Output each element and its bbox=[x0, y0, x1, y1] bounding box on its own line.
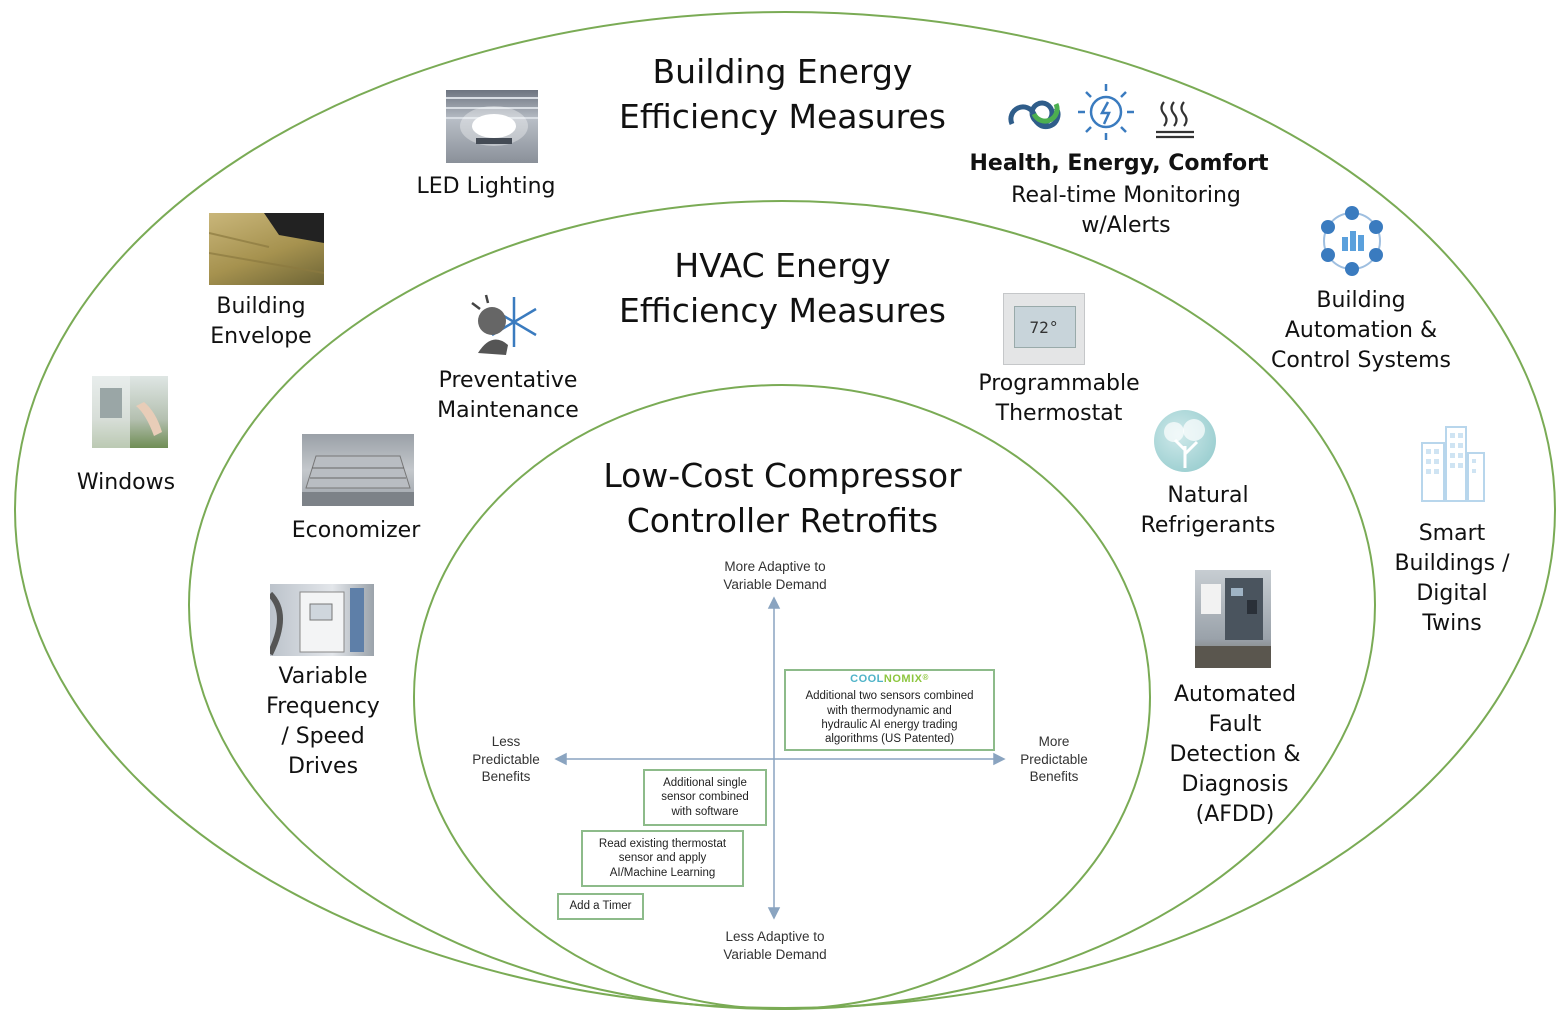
axis-label-left: Less Predictable Benefits bbox=[450, 733, 562, 786]
programmable-thermostat-photo: 72° bbox=[1003, 293, 1085, 365]
economizer-photo bbox=[302, 434, 414, 506]
energy-sun-icon bbox=[1078, 84, 1134, 140]
windows-label: Windows bbox=[56, 468, 196, 498]
comfort-heat-icon bbox=[1156, 102, 1194, 137]
axis-label-top: More Adaptive to Variable Demand bbox=[690, 558, 860, 593]
real-time-monitoring-label: Real-time Monitoring w/Alerts bbox=[990, 181, 1262, 241]
natural-refrigerants-label: Natural Refrigerants bbox=[1126, 481, 1290, 541]
coolnomix-box: COOLNOMIX® Additional two sensors combin… bbox=[784, 669, 995, 751]
coolnomix-logo-nomix: NOMIX bbox=[884, 673, 923, 685]
preventative-maintenance-label: Preventative Maintenance bbox=[418, 366, 598, 426]
read-thermostat-text: Read existing thermostat sensor and appl… bbox=[599, 837, 726, 880]
natural-refrigerants-icon bbox=[1154, 410, 1216, 472]
preventative-maintenance-icon bbox=[470, 291, 538, 357]
vfd-label: Variable Frequency / Speed Drives bbox=[248, 662, 398, 782]
smart-buildings-label: Smart Buildings / Digital Twins bbox=[1378, 519, 1526, 639]
single-sensor-text: Additional single sensor combined with s… bbox=[661, 776, 749, 819]
health-cycle-icon bbox=[1011, 103, 1058, 127]
led-lighting-label: LED Lighting bbox=[400, 172, 572, 202]
building-automation-icon bbox=[1314, 205, 1390, 277]
thermostat-display-reading: 72° bbox=[1014, 318, 1074, 338]
outer-title: Building Energy Efficiency Measures bbox=[590, 50, 975, 139]
health-energy-comfort-icons bbox=[1006, 80, 1202, 144]
coolnomix-logo-cool: COOL bbox=[850, 673, 884, 685]
afdd-photo bbox=[1195, 570, 1271, 668]
middle-title: HVAC Energy Efficiency Measures bbox=[590, 244, 975, 333]
afdd-label: Automated Fault Detection & Diagnosis (A… bbox=[1150, 680, 1320, 830]
inner-title: Low-Cost Compressor Controller Retrofits bbox=[570, 454, 995, 543]
add-timer-box: Add a Timer bbox=[557, 893, 644, 920]
led-lighting-photo bbox=[446, 90, 538, 163]
axis-label-right: More Predictable Benefits bbox=[998, 733, 1110, 786]
building-automation-label: Building Automation & Control Systems bbox=[1254, 286, 1468, 376]
vfd-photo bbox=[270, 584, 374, 656]
windows-photo bbox=[92, 376, 168, 448]
economizer-label: Economizer bbox=[276, 516, 436, 546]
axis-label-bottom: Less Adaptive to Variable Demand bbox=[690, 928, 860, 963]
coolnomix-logo: COOLNOMIX® bbox=[850, 673, 929, 685]
programmable-thermostat-label: Programmable Thermostat bbox=[964, 369, 1154, 429]
coolnomix-logo-mark: ® bbox=[922, 673, 928, 682]
health-energy-comfort-label: Health, Energy, Comfort bbox=[968, 150, 1270, 178]
read-thermostat-box: Read existing thermostat sensor and appl… bbox=[581, 830, 744, 887]
coolnomix-description: Additional two sensors combined with the… bbox=[805, 689, 973, 747]
building-envelope-label: Building Envelope bbox=[186, 292, 336, 352]
building-envelope-photo bbox=[209, 213, 324, 285]
smart-buildings-icon bbox=[1418, 423, 1488, 503]
single-sensor-box: Additional single sensor combined with s… bbox=[643, 769, 767, 826]
add-timer-text: Add a Timer bbox=[570, 899, 632, 913]
